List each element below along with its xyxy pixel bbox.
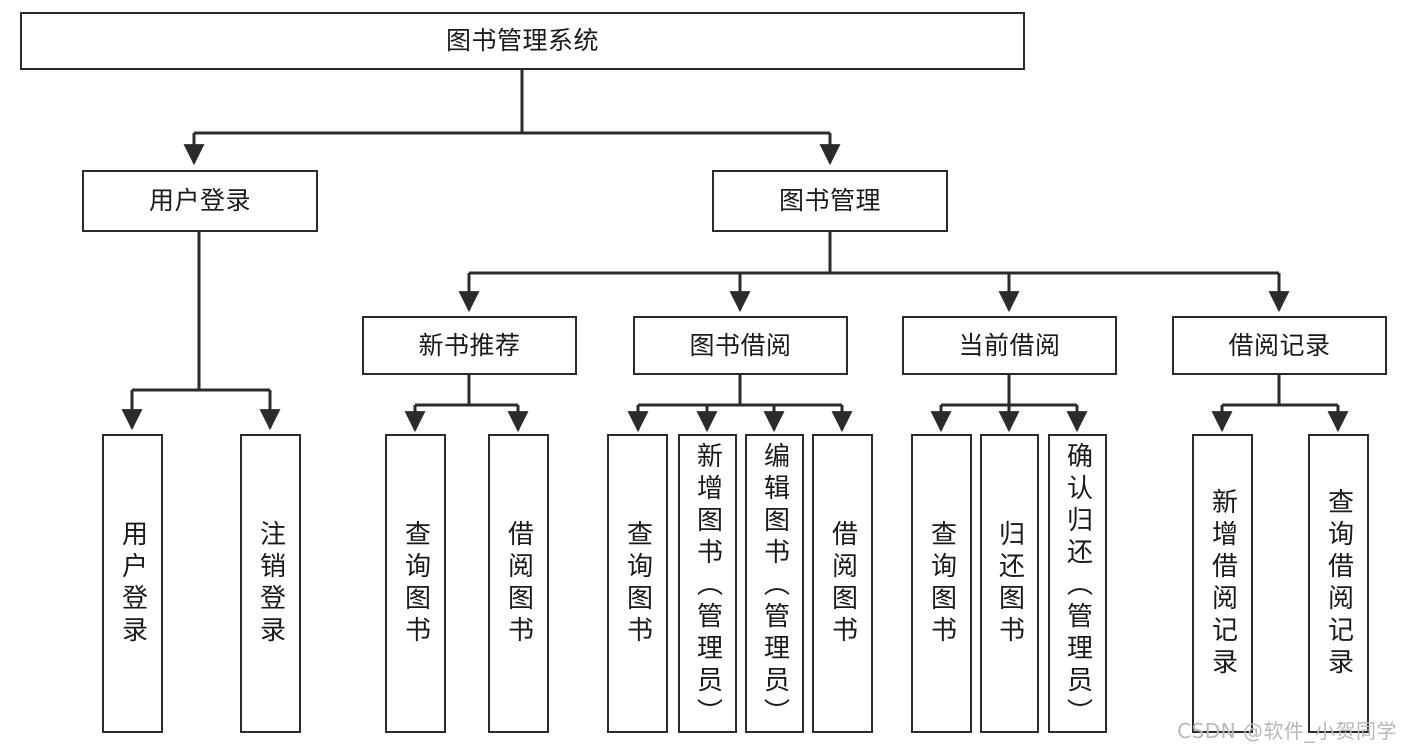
node-leaf-logout-label: 注销登录: [255, 519, 286, 648]
node-leaf-add-record[interactable]: 新增借阅记录: [1192, 434, 1253, 733]
node-root-label: 图书管理系统: [445, 26, 599, 55]
node-leaf-return-book[interactable]: 归还图书: [980, 434, 1039, 733]
node-book-borrow[interactable]: 图书借阅: [633, 316, 848, 375]
node-leaf-query-book-2[interactable]: 查询图书: [607, 434, 668, 733]
node-current-borrow[interactable]: 当前借阅: [902, 316, 1117, 375]
node-leaf-borrow-book-2-label: 借阅图书: [827, 519, 858, 648]
node-leaf-logout[interactable]: 注销登录: [240, 434, 301, 733]
node-leaf-edit-book-label: 编辑图书（管理员）: [759, 442, 790, 730]
node-leaf-user-login-label: 用户登录: [117, 519, 148, 648]
node-new-book-recommendation[interactable]: 新书推荐: [362, 316, 577, 375]
node-leaf-borrow-book-1[interactable]: 借阅图书: [488, 434, 549, 733]
node-leaf-query-record[interactable]: 查询借阅记录: [1308, 434, 1369, 733]
node-leaf-query-book-1-label: 查询图书: [400, 519, 431, 648]
node-user-login[interactable]: 用户登录: [82, 170, 318, 232]
node-new-book-recommendation-label: 新书推荐: [418, 330, 521, 360]
node-leaf-add-record-label: 新增借阅记录: [1207, 487, 1238, 680]
node-leaf-confirm-return-label: 确认归还（管理员）: [1062, 442, 1093, 730]
node-leaf-borrow-book-1-label: 借阅图书: [503, 519, 534, 648]
node-leaf-add-book[interactable]: 新增图书（管理员）: [678, 434, 737, 733]
node-leaf-borrow-book-2[interactable]: 借阅图书: [812, 434, 873, 733]
node-user-login-label: 用户登录: [148, 186, 251, 215]
node-book-manage[interactable]: 图书管理: [712, 170, 948, 232]
node-leaf-edit-book[interactable]: 编辑图书（管理员）: [745, 434, 804, 733]
node-root[interactable]: 图书管理系统: [20, 12, 1025, 70]
node-leaf-query-book-3[interactable]: 查询图书: [911, 434, 972, 733]
node-leaf-query-book-3-label: 查询图书: [926, 519, 957, 648]
node-leaf-query-book-2-label: 查询图书: [622, 519, 653, 648]
node-leaf-return-book-label: 归还图书: [994, 519, 1025, 648]
node-leaf-query-book-1[interactable]: 查询图书: [385, 434, 446, 733]
csdn-watermark: CSDN @软件_小贺同学: [1177, 719, 1397, 743]
node-book-borrow-label: 图书借阅: [689, 330, 792, 360]
node-leaf-user-login[interactable]: 用户登录: [102, 434, 163, 733]
node-borrow-record-label: 借阅记录: [1228, 330, 1331, 360]
node-book-manage-label: 图书管理: [778, 186, 881, 215]
node-leaf-add-book-label: 新增图书（管理员）: [692, 442, 723, 730]
node-borrow-record[interactable]: 借阅记录: [1172, 316, 1387, 375]
node-current-borrow-label: 当前借阅: [958, 330, 1061, 360]
node-leaf-confirm-return[interactable]: 确认归还（管理员）: [1048, 434, 1107, 733]
node-leaf-query-record-label: 查询借阅记录: [1323, 487, 1354, 680]
